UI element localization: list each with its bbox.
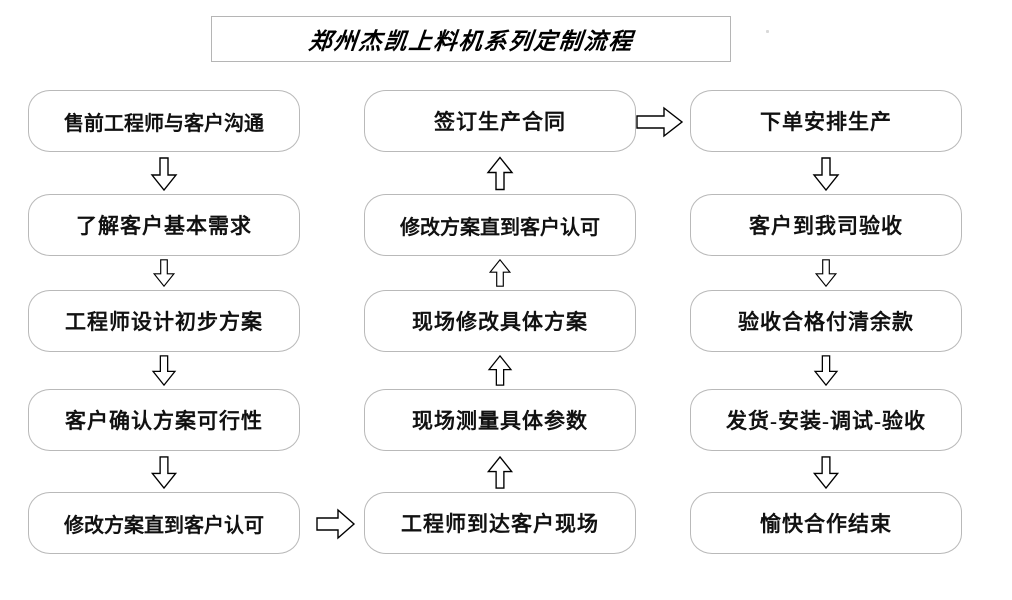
arrow-down-icon bbox=[812, 157, 840, 191]
chart-title-box: 郑州杰凯上料机系列定制流程 bbox=[211, 16, 731, 62]
flow-box-onsite-revise-plan[interactable]: 现场修改具体方案 bbox=[364, 290, 636, 352]
flow-box-label: 客户确认方案可行性 bbox=[65, 409, 263, 433]
flow-box-place-order-schedule-production[interactable]: 下单安排生产 bbox=[690, 90, 962, 152]
arrow-up-icon bbox=[486, 355, 514, 386]
flow-box-label: 验收合格付清余款 bbox=[738, 310, 914, 334]
flow-box-label: 修改方案直到客户认可 bbox=[400, 216, 600, 239]
flow-box-label: 售前工程师与客户沟通 bbox=[64, 112, 264, 135]
flow-box-cooperation-complete[interactable]: 愉快合作结束 bbox=[690, 492, 962, 554]
flow-box-customer-confirm-feasibility[interactable]: 客户确认方案可行性 bbox=[28, 389, 300, 451]
arrow-right-icon bbox=[316, 508, 356, 540]
arrow-down-icon bbox=[812, 355, 840, 386]
flow-box-label: 工程师设计初步方案 bbox=[65, 310, 263, 334]
page-title: 郑州杰凯上料机系列定制流程 bbox=[306, 29, 635, 54]
flow-box-sign-production-contract[interactable]: 签订生产合同 bbox=[364, 90, 636, 152]
arrow-up-icon bbox=[486, 456, 514, 489]
flow-box-understand-requirements[interactable]: 了解客户基本需求 bbox=[28, 194, 300, 256]
flow-box-label: 客户到我司验收 bbox=[749, 214, 903, 238]
flow-box-pay-balance-after-acceptance[interactable]: 验收合格付清余款 bbox=[690, 290, 962, 352]
arrow-right-icon bbox=[636, 106, 684, 138]
arrow-up-icon bbox=[486, 259, 514, 287]
flow-box-pre-sales-communication[interactable]: 售前工程师与客户沟通 bbox=[28, 90, 300, 152]
arrow-up-icon bbox=[486, 155, 514, 192]
arrow-down-icon bbox=[150, 355, 178, 386]
arrow-down-icon bbox=[150, 456, 178, 489]
arrow-down-icon bbox=[812, 456, 840, 489]
arrow-down-icon bbox=[150, 157, 178, 191]
flow-box-label: 现场修改具体方案 bbox=[412, 310, 588, 334]
flow-box-ship-install-debug-accept[interactable]: 发货-安装-调试-验收 bbox=[690, 389, 962, 451]
flow-box-revise-until-approved-left[interactable]: 修改方案直到客户认可 bbox=[28, 492, 300, 554]
arrow-down-icon bbox=[150, 259, 178, 287]
flow-box-label: 修改方案直到客户认可 bbox=[64, 514, 264, 537]
flow-box-label: 现场测量具体参数 bbox=[412, 409, 588, 433]
stray-dot-artifact bbox=[766, 30, 769, 33]
flow-box-label: 愉快合作结束 bbox=[760, 512, 892, 536]
flow-box-onsite-measure-parameters[interactable]: 现场测量具体参数 bbox=[364, 389, 636, 451]
flow-box-label: 工程师到达客户现场 bbox=[401, 512, 599, 536]
flow-box-label: 下单安排生产 bbox=[760, 110, 892, 134]
arrow-down-icon bbox=[812, 259, 840, 287]
flow-box-label: 了解客户基本需求 bbox=[76, 214, 252, 238]
flow-box-customer-inspection-at-factory[interactable]: 客户到我司验收 bbox=[690, 194, 962, 256]
flow-box-revise-until-approved-middle[interactable]: 修改方案直到客户认可 bbox=[364, 194, 636, 256]
flow-box-engineer-arrives-onsite[interactable]: 工程师到达客户现场 bbox=[364, 492, 636, 554]
flow-box-label: 发货-安装-调试-验收 bbox=[726, 409, 926, 433]
flow-box-engineer-draft-plan[interactable]: 工程师设计初步方案 bbox=[28, 290, 300, 352]
flow-box-label: 签订生产合同 bbox=[434, 110, 566, 134]
